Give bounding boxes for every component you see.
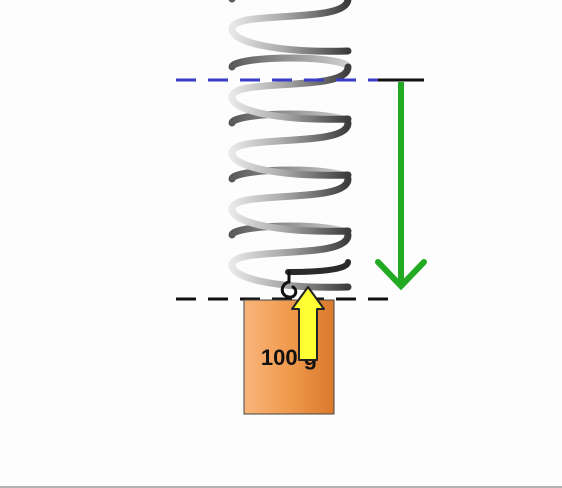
spring-coil-front bbox=[228, 0, 352, 55]
spring-coil-front bbox=[228, 175, 352, 235]
up-arrow-icon bbox=[291, 286, 325, 361]
down-arrow-icon bbox=[375, 82, 427, 291]
hook-icon bbox=[280, 270, 298, 299]
spring-coil-back bbox=[228, 54, 352, 71]
spring bbox=[228, 0, 352, 291]
spring-coil-front bbox=[228, 231, 352, 291]
spring-end bbox=[285, 259, 351, 275]
mass-block: 100 g bbox=[243, 299, 335, 415]
spring-coil-front bbox=[228, 119, 352, 179]
